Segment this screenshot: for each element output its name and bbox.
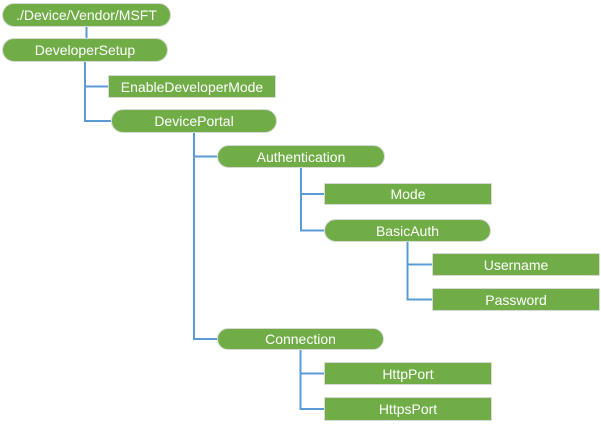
node-root: ./Device/Vendor/MSFT xyxy=(2,3,171,27)
connector-connection-to-https-port xyxy=(299,350,324,410)
node-label-https-port: HttpsPort xyxy=(378,401,438,417)
connector-connection-to-http-port xyxy=(299,350,324,375)
node-authentication: Authentication xyxy=(217,145,385,168)
node-basic-auth: BasicAuth xyxy=(324,219,491,242)
node-username: Username xyxy=(432,253,600,276)
node-password: Password xyxy=(432,288,600,311)
node-device-portal: DevicePortal xyxy=(111,109,277,133)
connector-developer-setup-to-enable-developer-mode xyxy=(84,62,108,88)
connector-basic-auth-to-username xyxy=(406,242,432,266)
node-enable-developer-mode: EnableDeveloperMode xyxy=(108,75,276,98)
node-mode: Mode xyxy=(324,183,492,205)
node-https-port: HttpsPort xyxy=(324,397,492,421)
node-label-connection: Connection xyxy=(265,331,336,347)
node-label-password: Password xyxy=(485,291,547,308)
connector-device-portal-to-authentication xyxy=(193,133,217,158)
node-label-http-port: HttpPort xyxy=(382,365,434,382)
node-label-basic-auth: BasicAuth xyxy=(375,222,440,239)
node-http-port: HttpPort xyxy=(324,362,492,385)
node-label-authentication: Authentication xyxy=(256,148,346,165)
node-connection: Connection xyxy=(217,328,384,350)
connector-authentication-to-mode xyxy=(300,168,324,195)
node-label-enable-developer-mode: EnableDeveloperMode xyxy=(120,78,264,95)
connector-authentication-to-basic-auth xyxy=(300,168,324,232)
connector-device-portal-to-connection xyxy=(193,133,217,340)
node-label-root: ./Device/Vendor/MSFT xyxy=(16,7,157,23)
connector-basic-auth-to-password xyxy=(406,242,432,301)
node-label-developer-setup: DeveloperSetup xyxy=(34,42,136,58)
node-label-mode: Mode xyxy=(390,186,426,202)
node-label-username: Username xyxy=(483,256,549,273)
node-developer-setup: DeveloperSetup xyxy=(2,38,168,62)
node-label-device-portal: DevicePortal xyxy=(154,113,234,129)
